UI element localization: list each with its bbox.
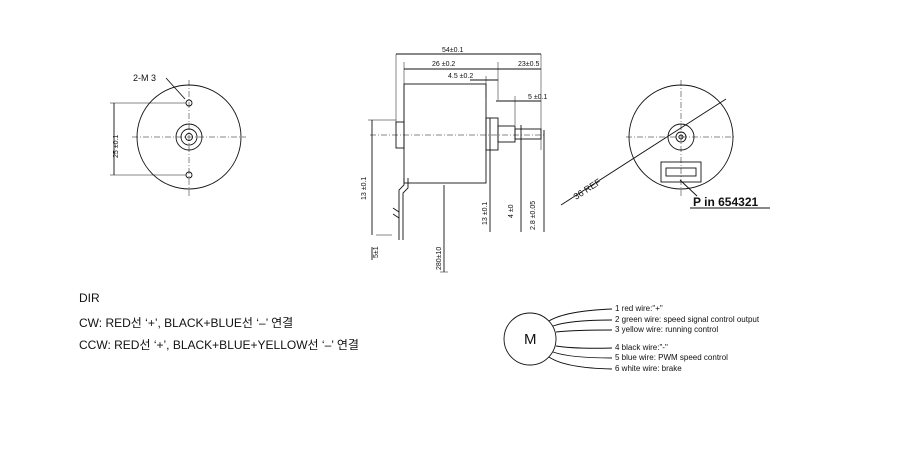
ccw-note: CCW: RED선 ‘+’, BLACK+BLUE+YELLOW선 ‘–’ 연결 (79, 338, 359, 352)
shaft-tip-dia-dim: 2.8 ±0.05 (530, 201, 537, 230)
lead-length-dim: 280±10 (436, 247, 443, 270)
wire-5-label: 5 blue wire: PWM speed control (615, 353, 728, 362)
motor-symbol-label: M (524, 331, 537, 348)
body-length-dim: 26 ±0.2 (432, 61, 455, 68)
wire-6-label: 6 white wire: brake (615, 364, 682, 373)
motor-wiring-symbol (503, 308, 613, 370)
shaft-dia-dim: 4 ±0 (508, 204, 515, 218)
wire-offset-dim: 5±1 (373, 246, 380, 258)
shaft-total-dim: 23±0.5 (518, 61, 539, 68)
rear-view (560, 80, 770, 209)
diameter-ref-label: 36 REF (572, 176, 603, 201)
wire-1-label: 1 red wire:"+" (615, 304, 663, 313)
shaft-step-dim: 5 ±0.1 (528, 94, 548, 101)
connector-pin-label: P in 654321 (693, 195, 758, 209)
overall-length-dim: 54±0.1 (442, 47, 463, 54)
side-view (368, 53, 545, 273)
dir-title: DIR (79, 291, 100, 305)
boss-dia-dim: 13 ±0.1 (482, 202, 489, 225)
cw-note: CW: RED선 ‘+’, BLACK+BLUE선 ‘–’ 연결 (79, 316, 294, 330)
holes-label: 2-M 3 (133, 73, 156, 83)
pitch-dim: 25 ±0.1 (113, 135, 120, 158)
wire-2-label: 2 green wire: speed signal control outpu… (615, 315, 760, 324)
boss-length-dim: 4.5 ±0.2 (448, 73, 473, 80)
height-13-dim: 13 ±0.1 (361, 177, 368, 200)
front-view (110, 77, 246, 198)
wire-3-label: 3 yellow wire: running control (615, 325, 718, 334)
wire-4-label: 4 black wire:"-" (615, 343, 668, 352)
